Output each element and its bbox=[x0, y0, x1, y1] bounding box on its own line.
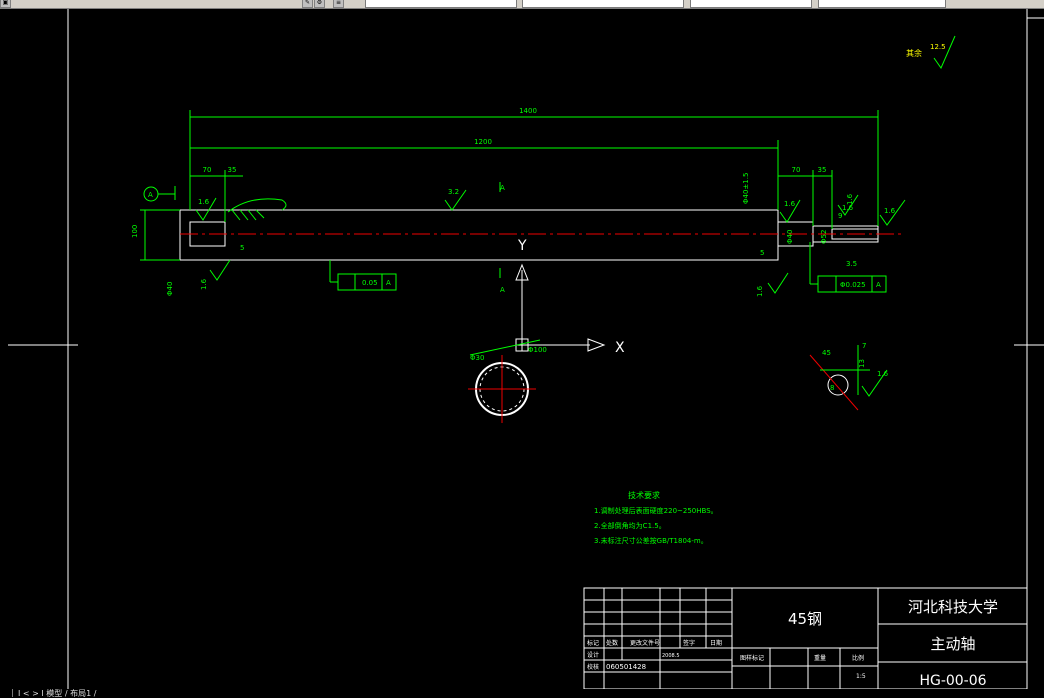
dim-1-6-b: 1.6 bbox=[877, 370, 889, 378]
notes-line-2: 2.全部倒角均为C1.5。 bbox=[594, 521, 666, 530]
tb-student-id: 060501428 bbox=[606, 663, 646, 671]
rough-right-2: 1.6 bbox=[884, 207, 896, 215]
roughness-note-value: 12.5 bbox=[930, 43, 946, 51]
shaft-main bbox=[179, 209, 779, 261]
notes-title: 技术要求 bbox=[628, 490, 660, 500]
tb-university: 河北科技大学 bbox=[908, 598, 998, 616]
roughness-symbols bbox=[195, 35, 956, 397]
cad-toolbar: ▣ ✎ ⚙ ≡ bbox=[0, 0, 1044, 9]
dim-9: 9 bbox=[838, 212, 842, 220]
dim-phi-left: Φ40 bbox=[166, 282, 174, 296]
tb-label-date: 日期 bbox=[710, 639, 722, 647]
dim-1-6-a: 1.6 bbox=[846, 193, 854, 205]
notes-line-3: 3.未标注尺寸公差按GB/T1804-m。 bbox=[594, 536, 708, 545]
cad-drawing: 1400 1200 70 35 70 35 100 Φ40 5 Φ40±1.5 … bbox=[8, 9, 1044, 690]
notes-line-1: 1.调制处理后表面硬度220~250HBS。 bbox=[594, 506, 718, 515]
hatch-left bbox=[227, 198, 287, 221]
tol-right-value: Φ0.025 bbox=[840, 281, 866, 289]
tb-check-label: 校核 bbox=[587, 663, 599, 671]
rough-right-1: 1.6 bbox=[784, 200, 796, 208]
dim-3-5: 3.5 bbox=[846, 260, 857, 268]
detail-dim-8: 8 bbox=[830, 384, 834, 392]
linetype-dropdown[interactable] bbox=[690, 0, 812, 8]
layer-dropdown[interactable] bbox=[365, 0, 517, 8]
tol-left-datum: A bbox=[386, 279, 391, 287]
ucs-y-label: Y bbox=[517, 238, 527, 254]
tb-scale-label-2: 重量 bbox=[814, 654, 826, 662]
layout-nav[interactable] bbox=[0, 689, 13, 697]
lineweight-dropdown[interactable] bbox=[818, 0, 946, 8]
tb-label-count: 处数 bbox=[606, 639, 618, 647]
dim-1400: 1400 bbox=[519, 107, 537, 115]
tb-design-date: 2008.5 bbox=[662, 653, 680, 659]
folder-icon[interactable]: ▣ bbox=[0, 0, 11, 8]
tol-right-datum: A bbox=[876, 281, 881, 289]
color-dropdown[interactable] bbox=[522, 0, 684, 8]
tb-part-name: 主动轴 bbox=[930, 635, 975, 653]
section-mark-top: A bbox=[500, 184, 505, 192]
rough-left-bottom: 1.6 bbox=[200, 278, 208, 290]
ucs-x-label: X bbox=[615, 340, 625, 356]
section-dim-2: Φ100 bbox=[528, 346, 547, 354]
dim-1200: 1200 bbox=[474, 138, 492, 146]
dim-1-4: 1.6 bbox=[756, 285, 764, 297]
layout-tabs[interactable]: I < > I 模型 / 布局1 / bbox=[18, 689, 97, 698]
drawing-canvas[interactable]: 1400 1200 70 35 70 35 100 Φ40 5 Φ40±1.5 … bbox=[0, 9, 1044, 690]
tb-label-file: 更改文件号 bbox=[630, 639, 660, 647]
dim-right-35: 35 bbox=[818, 166, 827, 174]
tb-label-sign: 签字 bbox=[683, 639, 695, 647]
tb-design-label: 设计 bbox=[587, 651, 599, 659]
dim-right-70: 70 bbox=[792, 166, 801, 174]
roughness-note-label: 其余 bbox=[906, 48, 922, 58]
detail-dim-13: 13 bbox=[858, 359, 866, 368]
title-block-grid bbox=[583, 587, 1028, 690]
statusbar: I < > I 模型 / 布局1 / bbox=[0, 689, 1044, 698]
rough-top: 3.2 bbox=[448, 188, 459, 196]
ucs-icon bbox=[515, 263, 606, 352]
detail-dim-45: 45 bbox=[822, 349, 831, 357]
tol-left-value: 0.05 bbox=[362, 279, 378, 287]
dim-left-35: 35 bbox=[228, 166, 237, 174]
settings-icon[interactable]: ⚙ bbox=[314, 0, 325, 8]
tb-scale-label-3: 比例 bbox=[852, 654, 864, 662]
dim-1-6-c: 1.6 bbox=[842, 204, 854, 212]
tb-scale-label-1: 图样标记 bbox=[740, 654, 764, 662]
dim-phi52: Φ52 bbox=[820, 230, 828, 244]
tb-material: 45钢 bbox=[788, 610, 822, 628]
section-mark-bottom: A bbox=[500, 286, 505, 294]
datum-label: A bbox=[148, 191, 153, 199]
layer-icon[interactable]: ≡ bbox=[333, 0, 344, 8]
rough-left-top: 1.6 bbox=[198, 198, 210, 206]
dim-left-70: 70 bbox=[203, 166, 212, 174]
detail-circle bbox=[827, 374, 849, 396]
tb-label-mark: 标记 bbox=[587, 639, 599, 647]
detail-dim-7: 7 bbox=[862, 342, 866, 350]
tb-scale: 1:5 bbox=[856, 673, 866, 680]
tb-drawing-no: HG-00-06 bbox=[919, 673, 986, 689]
dim-100: 100 bbox=[131, 225, 139, 238]
dim-5b: 5 bbox=[760, 249, 764, 257]
dim-phi40: Φ40 bbox=[786, 230, 794, 244]
dim-phi-right-vertical: Φ40±1.5 bbox=[742, 173, 750, 204]
section-dim-1: Φ30 bbox=[470, 354, 484, 362]
pen-icon[interactable]: ✎ bbox=[302, 0, 313, 8]
dim-total-lines bbox=[140, 110, 879, 261]
section-leader bbox=[469, 339, 541, 356]
dim-5: 5 bbox=[240, 244, 244, 252]
